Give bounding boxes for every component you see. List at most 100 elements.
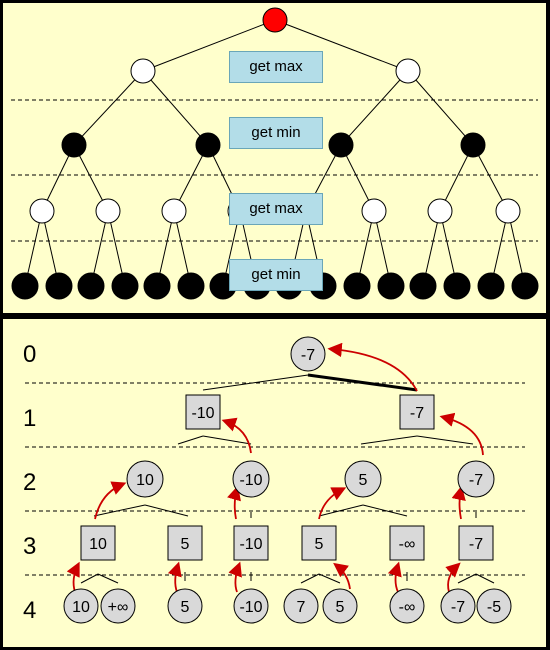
leaf-node-value: -7 xyxy=(451,599,465,616)
tree-edge xyxy=(97,573,119,584)
root-node xyxy=(290,336,326,372)
leaf-node-value: 10 xyxy=(72,599,90,616)
get-max-label-2: get max xyxy=(229,193,323,225)
min-node xyxy=(61,132,87,158)
leaf-node xyxy=(476,588,512,624)
propagation-arrow xyxy=(228,561,242,593)
propagation-arrow xyxy=(94,481,127,520)
propagation-arrow xyxy=(221,417,252,454)
tree-edge xyxy=(340,70,409,146)
max-node xyxy=(130,58,156,84)
tree-edge xyxy=(202,374,309,391)
root-node-value: -7 xyxy=(301,347,315,364)
min-node xyxy=(343,272,371,300)
max-node-value: -10 xyxy=(239,536,262,553)
level-label-1: 1 xyxy=(23,405,37,432)
tree-edge xyxy=(407,70,474,146)
leaf-node xyxy=(389,588,425,624)
propagation-arrow xyxy=(333,562,351,590)
leaf-node-value: 7 xyxy=(297,599,306,616)
min-node xyxy=(457,460,495,498)
leaf-node xyxy=(167,588,203,624)
max-node xyxy=(95,198,121,224)
tree-edge xyxy=(318,573,341,584)
max-node xyxy=(361,198,387,224)
level-label-0: 0 xyxy=(23,341,37,368)
tree-edge xyxy=(362,504,408,517)
root-node xyxy=(262,7,288,33)
max-node-value: -∞ xyxy=(399,536,416,553)
leaf-node-value: 5 xyxy=(181,599,190,616)
max-node xyxy=(161,198,187,224)
min-node xyxy=(111,272,139,300)
max-node xyxy=(185,394,221,430)
propagation-arrow xyxy=(445,562,461,593)
tree-edge xyxy=(416,435,474,445)
get-min-label-2: get min xyxy=(229,259,323,291)
tree-edge xyxy=(144,504,189,517)
tree-edge xyxy=(177,435,204,445)
max-node xyxy=(80,525,116,561)
min-node xyxy=(77,272,105,300)
level-label-2: 2 xyxy=(23,469,37,496)
propagation-arrow xyxy=(167,561,182,593)
min-node xyxy=(477,272,505,300)
leaf-node xyxy=(440,588,476,624)
leaf-node-value: +∞ xyxy=(108,599,129,616)
minimax-tree-panel: get max get min get max get min xyxy=(3,3,546,313)
propagation-arrow xyxy=(439,412,484,456)
propagation-arrow xyxy=(318,487,347,520)
level-label-3: 3 xyxy=(23,533,37,560)
min-node xyxy=(511,272,539,300)
tree-edge xyxy=(142,19,276,72)
leaf-node xyxy=(233,588,269,624)
max-node xyxy=(495,198,521,224)
min-node xyxy=(344,460,382,498)
tree-edge xyxy=(475,573,495,584)
max-node xyxy=(167,525,203,561)
leaf-node-value: -5 xyxy=(487,599,501,616)
min-node xyxy=(443,272,471,300)
get-min-label-1: get min xyxy=(229,117,323,149)
tree-edge xyxy=(93,504,146,517)
level-label-4: 4 xyxy=(23,597,37,624)
min-node xyxy=(460,132,486,158)
min-node-value: -7 xyxy=(469,472,483,489)
leaf-node xyxy=(283,588,319,624)
max-node-value: -10 xyxy=(191,405,214,422)
max-node xyxy=(389,525,425,561)
tree-edge xyxy=(202,435,252,445)
tree-edge xyxy=(80,573,99,584)
min-node xyxy=(377,272,405,300)
leaf-node-value: -10 xyxy=(239,599,262,616)
max-node xyxy=(395,58,421,84)
leaf-node xyxy=(63,588,99,624)
min-node-value: 10 xyxy=(136,472,154,489)
min-node-value: -10 xyxy=(239,472,262,489)
leaf-node-value: -∞ xyxy=(399,599,416,616)
min-node xyxy=(177,272,205,300)
tree-edge xyxy=(307,373,418,392)
propagation-arrow xyxy=(451,485,466,520)
min-node xyxy=(126,460,164,498)
min-node xyxy=(195,132,221,158)
tree-edge xyxy=(318,504,364,517)
max-node-value: 5 xyxy=(315,536,324,553)
min-node xyxy=(328,132,354,158)
max-node xyxy=(399,394,435,430)
tree-edge xyxy=(73,70,144,146)
propagation-arrow xyxy=(66,561,80,593)
tree-edge xyxy=(360,435,418,445)
min-node xyxy=(11,272,39,300)
tree-edge xyxy=(274,19,409,72)
min-node xyxy=(232,460,270,498)
max-node-value: -7 xyxy=(410,405,424,422)
max-node xyxy=(29,198,55,224)
tree-edge xyxy=(457,573,477,584)
max-node xyxy=(427,198,453,224)
max-node-value: -7 xyxy=(469,536,483,553)
max-node xyxy=(301,525,337,561)
tree-edge xyxy=(142,70,209,146)
